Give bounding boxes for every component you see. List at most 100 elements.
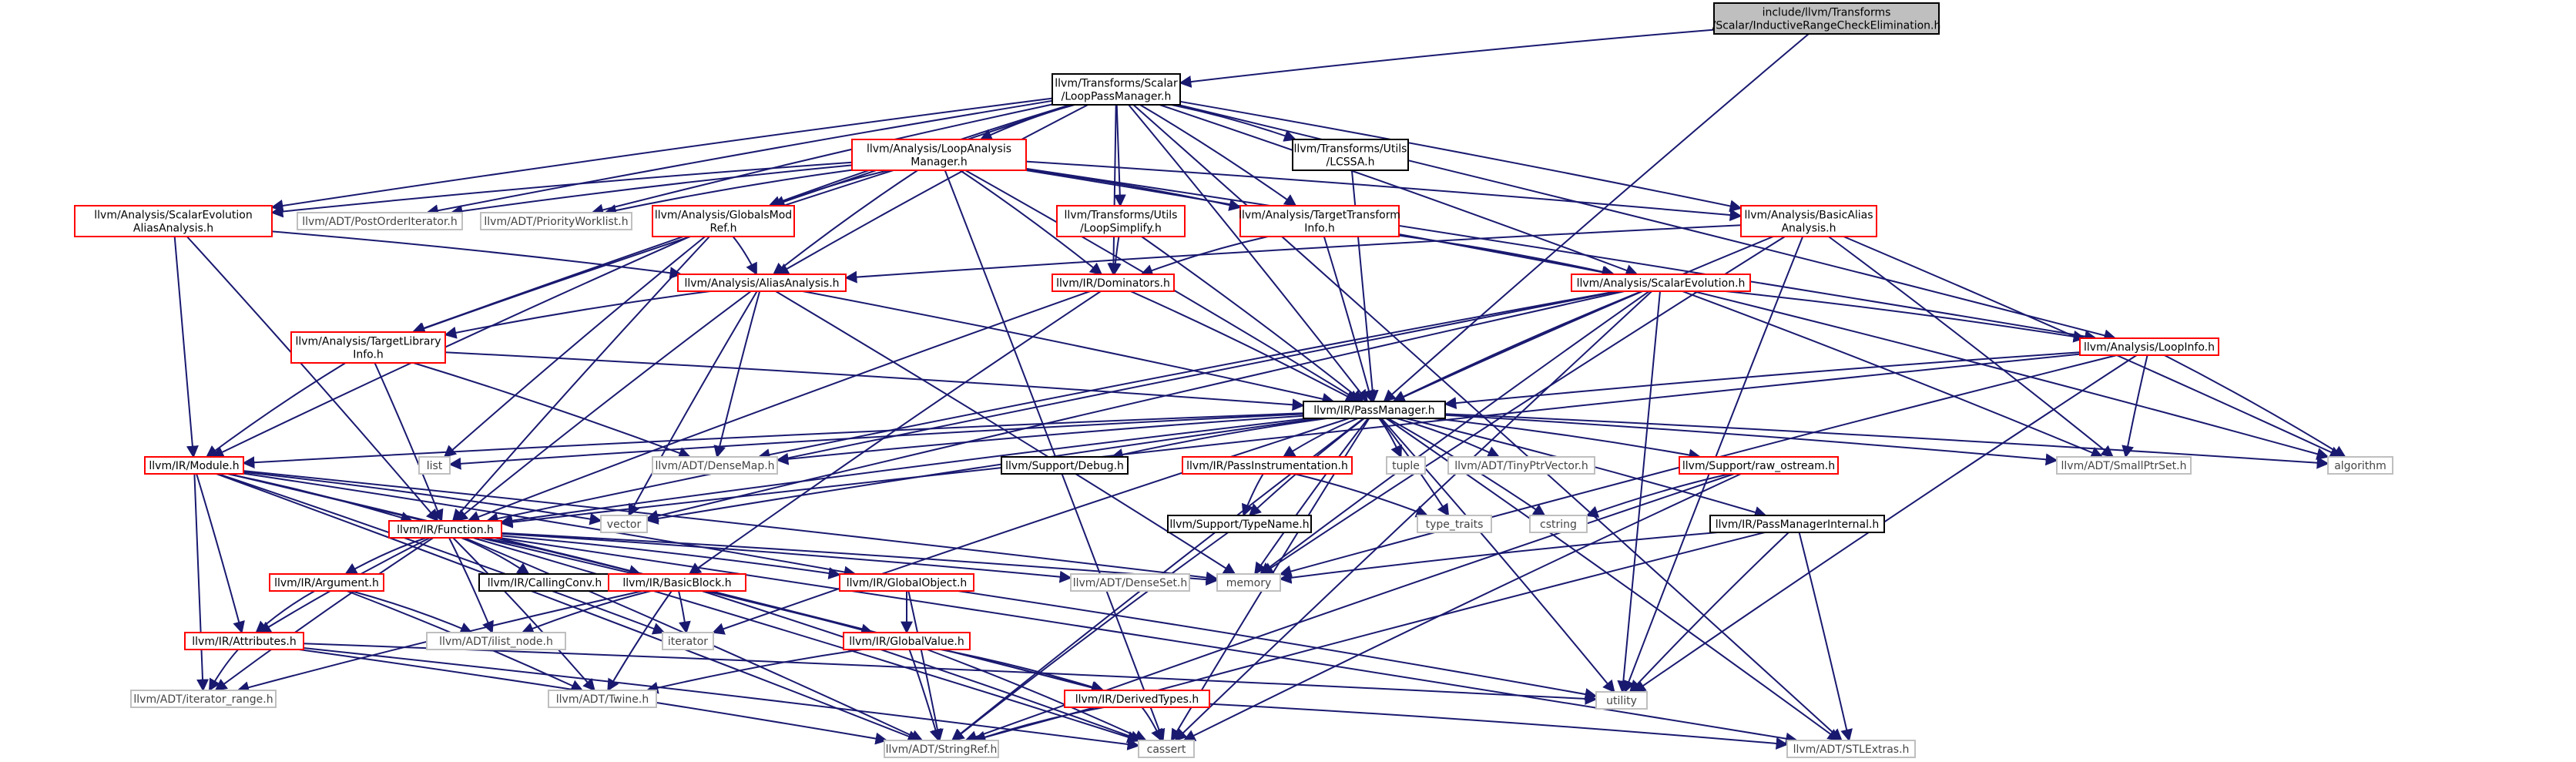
node-go[interactable]: llvm/IR/GlobalObject.h xyxy=(839,573,974,592)
edge-path xyxy=(214,537,434,691)
edge-path xyxy=(772,170,890,208)
node-cc[interactable]: llvm/IR/CallingConv.h xyxy=(478,573,611,592)
node-ls[interactable]: llvm/Transforms/Utils/LoopSimplify.h xyxy=(1056,205,1186,237)
node-algorithm: algorithm xyxy=(2327,456,2393,475)
edge-path xyxy=(776,104,1088,275)
edge-path xyxy=(1378,418,1402,458)
node-label-line: llvm/Analysis/GlobalsMod xyxy=(655,210,792,222)
node-pmi[interactable]: llvm/IR/PassManagerInternal.h xyxy=(1709,515,1885,533)
node-pi[interactable]: llvm/IR/PassInstrumentation.h xyxy=(1182,456,1353,475)
node-box xyxy=(1595,691,1648,710)
node-bb[interactable]: llvm/IR/BasicBlock.h xyxy=(608,573,746,592)
node-label-line: llvm/Analysis/BasicAlias xyxy=(1744,210,1873,222)
node-label-line: llvm/ADT/PostOrderIterator.h xyxy=(302,216,458,228)
edge-path xyxy=(908,649,942,742)
edge-path xyxy=(712,418,1350,635)
edge-root-to-lpm xyxy=(1179,29,1715,88)
node-box xyxy=(290,331,446,364)
node-dt[interactable]: llvm/IR/DerivedTypes.h xyxy=(1064,690,1210,708)
node-box xyxy=(1303,401,1446,419)
edge-scevaa-to-module xyxy=(173,236,199,458)
node-li[interactable]: llvm/Analysis/LoopInfo.h xyxy=(2079,337,2219,356)
edge-se-to-pm xyxy=(1392,290,1642,402)
node-label-line: iterator xyxy=(668,636,708,648)
node-label-line: llvm/Transforms/Scalar xyxy=(1055,78,1178,90)
edge-dt-to-stlextras xyxy=(1209,703,1789,750)
node-aa[interactable]: llvm/Analysis/AliasAnalysis.h xyxy=(677,274,847,292)
node-lpm[interactable]: llvm/Transforms/Scalar/LoopPassManager.h xyxy=(1052,73,1181,106)
node-box xyxy=(1001,456,1129,475)
node-argument[interactable]: llvm/IR/Argument.h xyxy=(269,573,384,592)
edge-path xyxy=(1444,351,2081,410)
node-label-line: llvm/ADT/ilist_node.h xyxy=(439,636,553,648)
node-box xyxy=(1417,515,1492,533)
node-gv[interactable]: llvm/IR/GlobalValue.h xyxy=(843,632,971,650)
edge-path xyxy=(973,707,1105,744)
node-box xyxy=(2327,456,2393,475)
node-cassert: cassert xyxy=(1138,740,1195,758)
edge-pmi-to-utility xyxy=(1628,532,1789,693)
node-debug[interactable]: llvm/Support/Debug.h xyxy=(1001,456,1129,475)
node-label-line: vector xyxy=(607,519,642,531)
edge-path xyxy=(270,97,1053,212)
edge-lam-to-li xyxy=(1025,167,2098,343)
edge-path xyxy=(425,99,1053,217)
node-label-line: llvm/ADT/STLExtras.h xyxy=(1793,744,1910,756)
node-attrs[interactable]: llvm/IR/Attributes.h xyxy=(184,632,304,650)
edge-path xyxy=(701,590,1143,743)
node-label-line: Manager.h xyxy=(911,156,967,169)
edge-path xyxy=(216,473,921,743)
edge-path xyxy=(500,353,2081,529)
node-stringref: llvm/ADT/StringRef.h xyxy=(884,740,999,758)
node-label-line: llvm/IR/Module.h xyxy=(149,460,239,472)
node-box xyxy=(600,515,648,533)
node-label-line: llvm/Transforms/Utils xyxy=(1294,143,1407,156)
edge-path xyxy=(255,590,315,634)
node-vector: vector xyxy=(600,515,648,533)
node-module[interactable]: llvm/IR/Module.h xyxy=(144,456,244,475)
edge-path xyxy=(628,290,758,517)
node-box xyxy=(1056,205,1186,237)
edge-path xyxy=(242,412,1304,469)
edge-se-to-algorithm xyxy=(1692,290,2329,460)
edge-lpm-to-scevaa xyxy=(270,97,1053,212)
node-box xyxy=(662,632,714,650)
edge-path xyxy=(772,170,918,275)
node-twine: llvm/ADT/Twine.h xyxy=(548,690,657,708)
node-dom[interactable]: llvm/IR/Dominators.h xyxy=(1052,274,1175,292)
node-box xyxy=(652,456,778,475)
node-ros[interactable]: llvm/Support/raw_ostream.h xyxy=(1679,456,1839,475)
node-label-line: Info.h xyxy=(1304,223,1335,235)
edge-path xyxy=(604,169,853,217)
node-label-line: llvm/Analysis/LoopAnalysis xyxy=(867,143,1011,156)
edge-path xyxy=(958,590,1598,700)
node-lcssa[interactable]: llvm/Transforms/Utils/LCSSA.h xyxy=(1292,139,1409,171)
edge-path xyxy=(186,236,439,522)
edge-path xyxy=(303,647,1140,750)
node-iterator: iterator xyxy=(662,632,714,650)
node-function[interactable]: llvm/IR/Function.h xyxy=(388,520,502,539)
edge-function-to-ilist xyxy=(448,537,494,634)
edge-gv-to-stringref xyxy=(908,649,942,742)
edge-path xyxy=(461,537,530,575)
node-typename[interactable]: llvm/Support/TypeName.h xyxy=(1167,515,1312,533)
edge-path xyxy=(972,532,1766,744)
edge-module-to-itrange xyxy=(193,473,210,692)
node-box xyxy=(1709,515,1885,533)
node-box xyxy=(839,573,974,592)
node-scevaa[interactable]: llvm/Analysis/ScalarEvolutionAliasAnalys… xyxy=(74,205,273,237)
edge-path xyxy=(472,537,1140,744)
node-se[interactable]: llvm/Analysis/ScalarEvolution.h xyxy=(1571,274,1751,292)
node-label-line: Info.h xyxy=(353,349,384,361)
node-label-line: tuple xyxy=(1392,460,1420,472)
node-pm[interactable]: llvm/IR/PassManager.h xyxy=(1303,401,1446,419)
edge-path xyxy=(1107,104,1120,276)
edge-gv-to-twine xyxy=(646,649,863,694)
edge-path xyxy=(2164,354,2346,458)
edge-path xyxy=(1110,418,1327,461)
